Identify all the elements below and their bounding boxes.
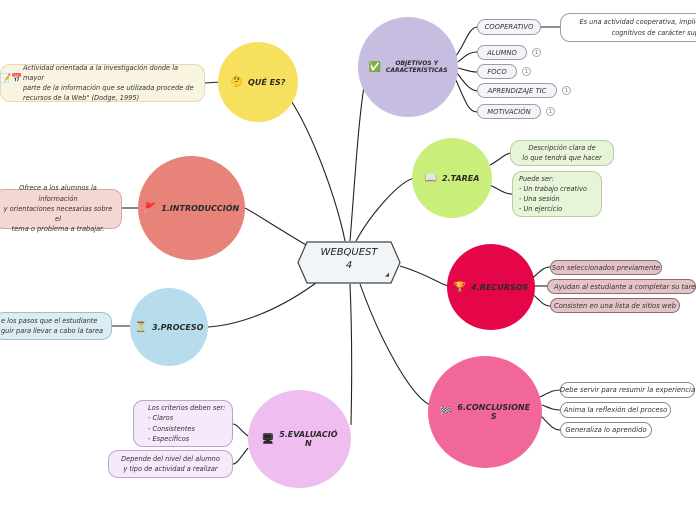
evaluacion-criterios[interactable]: Los criterios deben ser: - Claros - Cons… bbox=[133, 400, 233, 447]
central-topic-title: WEBQUEST 4 bbox=[320, 247, 378, 271]
topic-proceso[interactable]: ⏳ 3.PROCESO bbox=[130, 288, 208, 366]
topic-tarea[interactable]: 📖 2.TAREA bbox=[412, 138, 492, 218]
topic-objetivos[interactable]: ✅ OBJETIVOS Y CARACTERÍSTICAS bbox=[358, 17, 458, 117]
objetivo-item-foco[interactable]: FOCO bbox=[477, 64, 517, 79]
hourglass-icon: ⏳ bbox=[134, 321, 148, 333]
topic-evaluacion-label: 5.EVALUACIÓ N bbox=[279, 430, 338, 448]
que-es-description[interactable]: Actividad orientada a la investigación d… bbox=[0, 64, 205, 102]
tarea-tipos[interactable]: Puede ser: - Un trabajo creativo - Una s… bbox=[512, 171, 602, 217]
introduccion-description[interactable]: Ofrece a los alumnos la información y or… bbox=[0, 184, 122, 233]
recurso-item-ayudan[interactable]: Ayudan al estudiante a completar su tare… bbox=[547, 279, 696, 294]
central-topic-shape bbox=[297, 241, 401, 284]
tarea-description[interactable]: Descripción clara de lo que tendrá que h… bbox=[510, 140, 614, 166]
conclusion-item-reflexion[interactable]: Anima la reflexión del proceso bbox=[560, 402, 671, 418]
objetivo-item-cooperativo[interactable]: COOPERATIVO bbox=[477, 19, 541, 35]
topic-evaluacion[interactable]: 🖥 5.EVALUACIÓ N bbox=[248, 390, 351, 488]
count-badge-aprendizaje-tic[interactable]: 1 bbox=[562, 86, 571, 95]
collapse-marker-icon[interactable]: ◢ bbox=[385, 272, 389, 278]
cooperativo-description[interactable]: Es una actividad cooperativa, implica co… bbox=[560, 13, 696, 42]
chequered-flag-icon: 🏁 bbox=[439, 406, 453, 418]
thinking-face-icon: 🤔 bbox=[230, 76, 244, 88]
note-icons: 📝📅 bbox=[0, 74, 23, 84]
objetivo-item-alumno[interactable]: ALUMNO bbox=[477, 45, 527, 60]
count-badge-alumno[interactable]: 1 bbox=[532, 48, 541, 57]
check-mark-icon: ✅ bbox=[368, 61, 381, 73]
topic-conclusiones[interactable]: 🏁 6.CONCLUSIONE S bbox=[428, 356, 542, 468]
objetivo-item-aprendizaje-tic[interactable]: APRENDIZAJE TIC bbox=[477, 83, 557, 98]
computer-icon: 🖥 bbox=[261, 433, 275, 445]
proceso-description[interactable]: e los pasos que el estudiante guir para … bbox=[0, 312, 112, 340]
open-book-icon: 📖 bbox=[424, 172, 437, 184]
topic-recursos-label: 4.RECURSOS bbox=[471, 282, 529, 292]
recurso-item-seleccionados[interactable]: Son seleccionados previamente bbox=[550, 260, 662, 275]
topic-proceso-label: 3.PROCESO bbox=[152, 322, 204, 332]
flag-icon: 🚩 bbox=[143, 202, 157, 214]
topic-que-es[interactable]: 🤔 QUÉ ES? bbox=[218, 42, 298, 122]
evaluacion-depende[interactable]: Depende del nivel del alumno y tipo de a… bbox=[108, 450, 233, 478]
topic-objetivos-label: OBJETIVOS Y CARACTERÍSTICAS bbox=[385, 60, 448, 74]
central-topic-webquest[interactable]: WEBQUEST 4 ◢ bbox=[297, 241, 401, 284]
trophy-icon: 🏆 bbox=[453, 281, 467, 293]
recurso-item-lista-sitios[interactable]: Consisten en una lista de sitios web bbox=[550, 298, 680, 313]
topic-tarea-label: 2.TAREA bbox=[442, 173, 480, 183]
topic-introduccion-label: 1.INTRODUCCIÓN bbox=[161, 203, 240, 213]
conclusion-item-resumir[interactable]: Debe servir para resumir la experiencia bbox=[560, 382, 695, 398]
objetivo-item-motivacion[interactable]: MOTIVACIÓN bbox=[477, 104, 541, 119]
topic-introduccion[interactable]: 🚩 1.INTRODUCCIÓN bbox=[138, 156, 245, 260]
topic-conclusiones-label: 6.CONCLUSIONE S bbox=[457, 403, 531, 421]
topic-que-es-label: QUÉ ES? bbox=[248, 77, 286, 87]
count-badge-foco[interactable]: 1 bbox=[522, 67, 531, 76]
topic-recursos[interactable]: 🏆 4.RECURSOS bbox=[447, 244, 535, 330]
conclusion-item-generaliza[interactable]: Generaliza lo aprendido bbox=[560, 422, 652, 438]
count-badge-motivacion[interactable]: 1 bbox=[546, 107, 555, 116]
